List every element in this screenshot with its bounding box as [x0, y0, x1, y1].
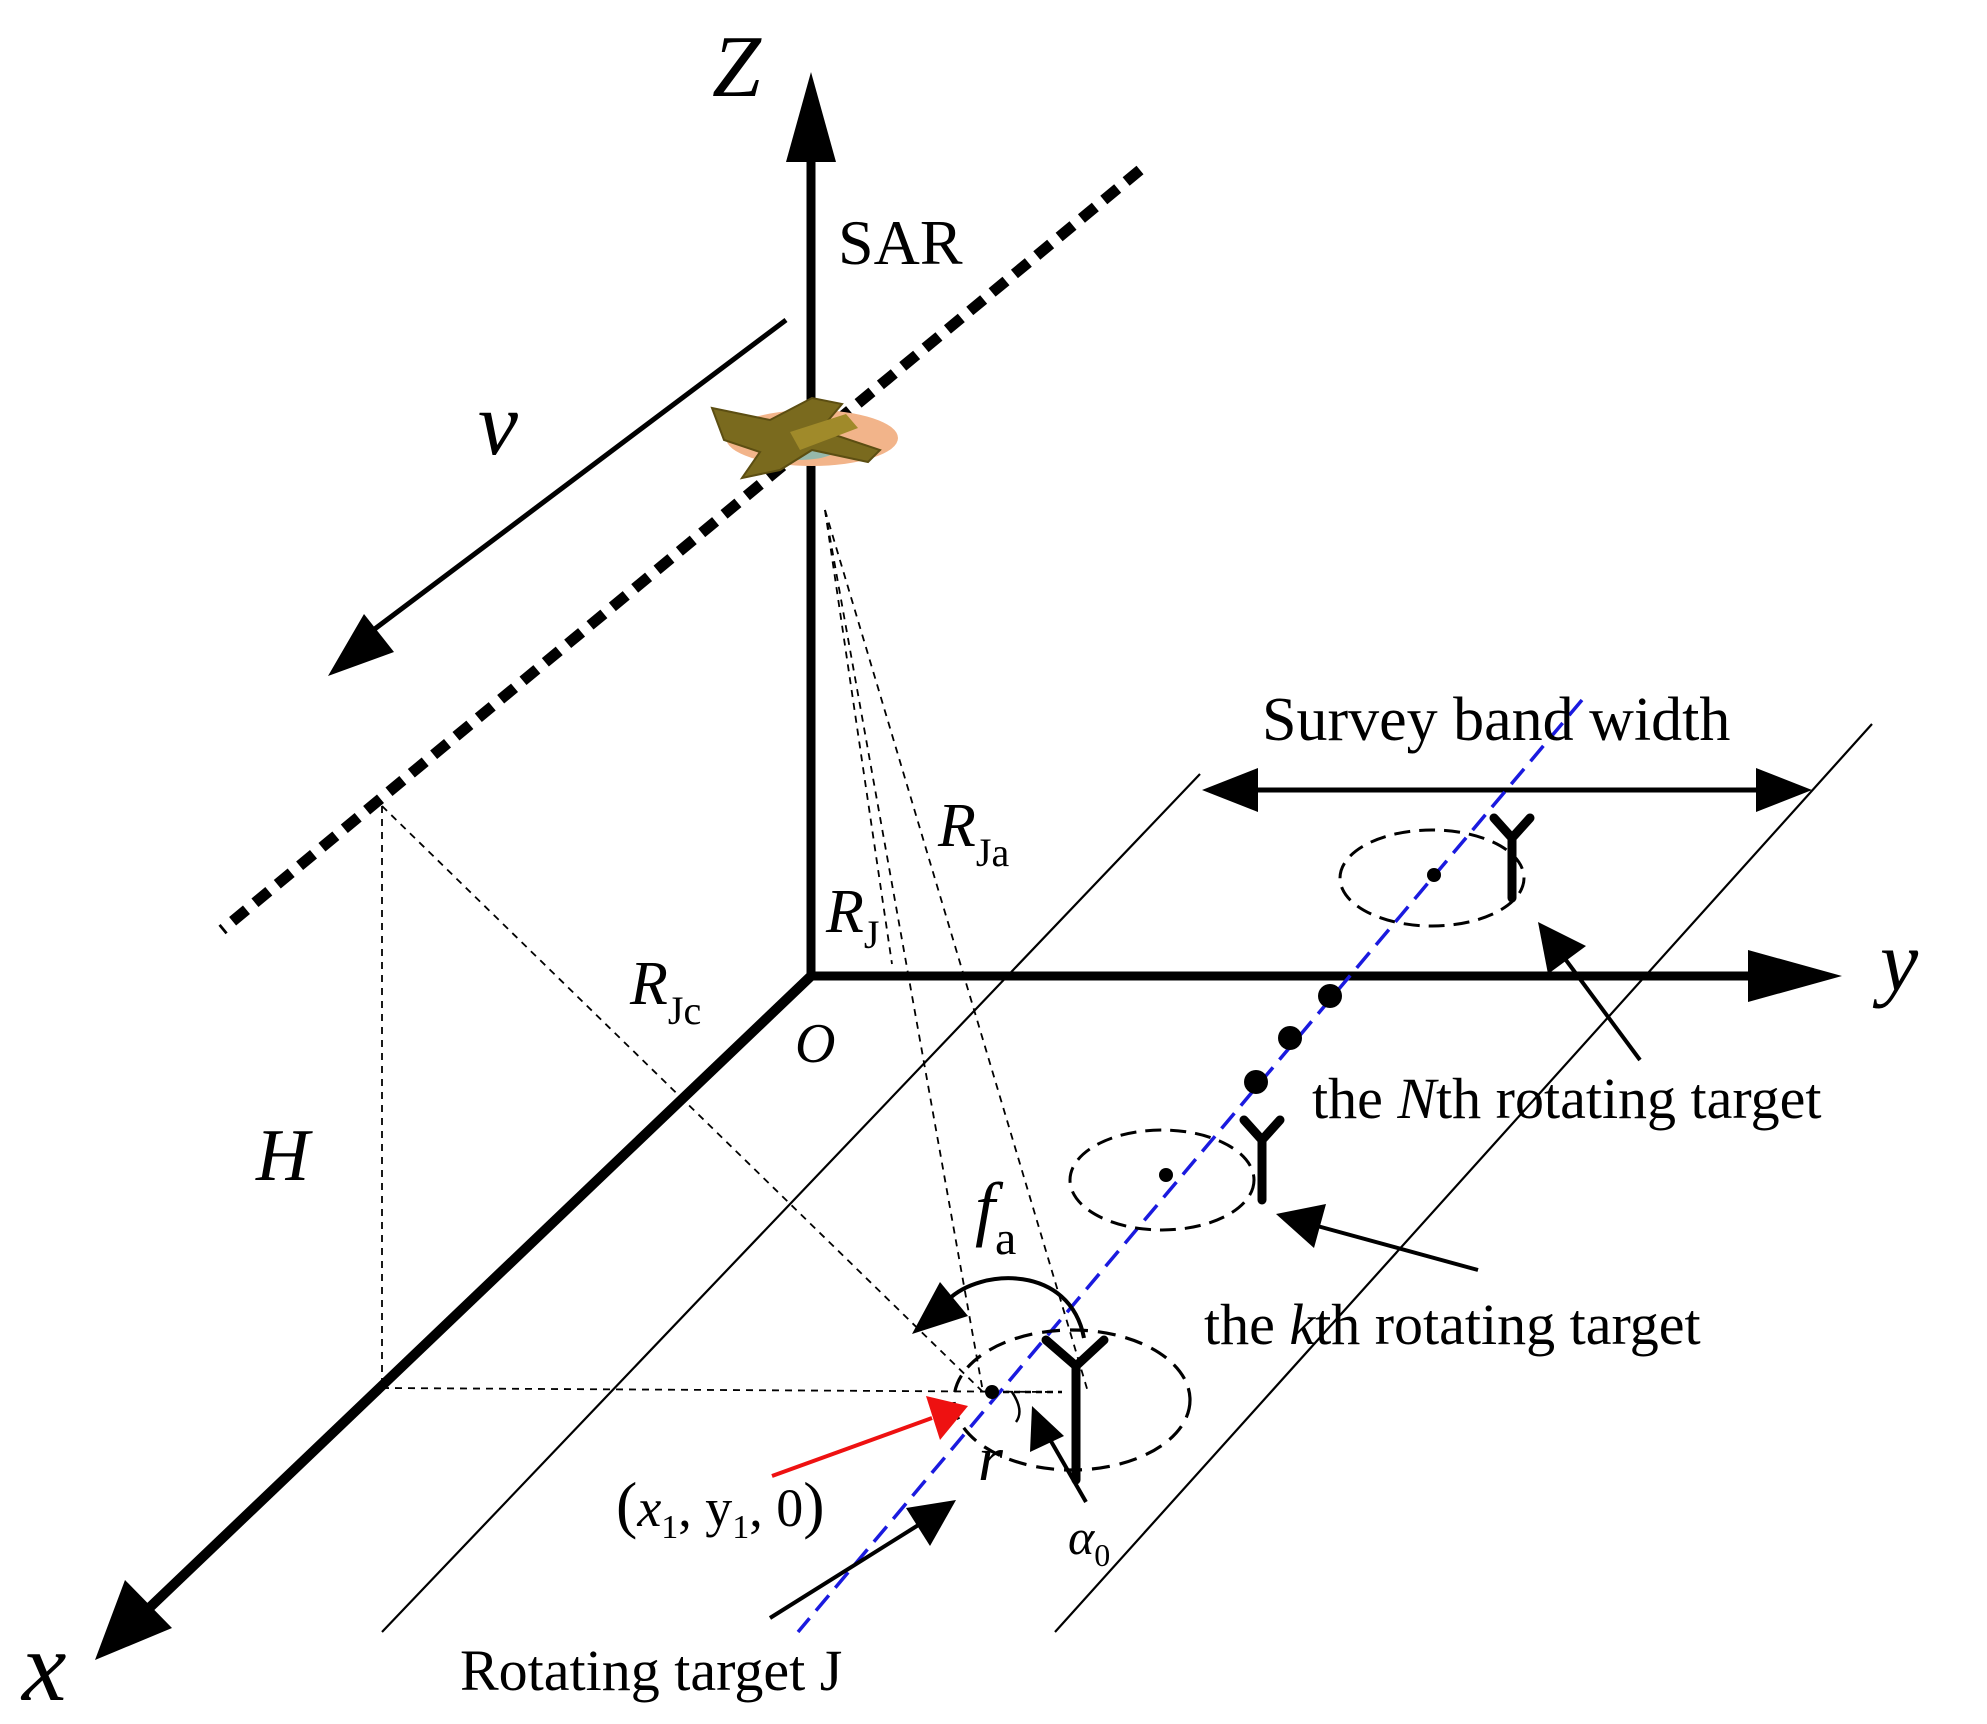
y-axis-label: y — [1872, 913, 1919, 1009]
x-axis — [95, 972, 815, 1660]
ellipsis-dots — [1244, 984, 1342, 1094]
kth-rotating-target — [1068, 1115, 1285, 1232]
velocity-arrow — [328, 318, 788, 676]
x-axis-label: x — [20, 1611, 66, 1722]
survey-band-width-arrow — [1202, 768, 1812, 812]
range-ja-label: RJa — [937, 792, 1009, 875]
rotation-arrow — [912, 1276, 1086, 1339]
nth-target-label: the Nth rotating target — [1312, 1066, 1822, 1131]
target-track — [796, 698, 1584, 1634]
antenna-icon — [1489, 813, 1535, 903]
frequency-label: fa — [975, 1168, 1016, 1265]
angle-label: α0 — [1068, 1509, 1110, 1573]
pointer-arrows — [768, 922, 1642, 1620]
range-j-label: RJ — [825, 878, 879, 957]
projection-lines — [381, 509, 1089, 1393]
radius-label: r — [978, 1423, 1004, 1494]
angle-arc — [1010, 1391, 1021, 1423]
z-axis-label: Z — [712, 19, 762, 116]
kth-target-label: the kth rotating target — [1204, 1292, 1701, 1357]
rotating-target-j — [952, 1328, 1192, 1485]
velocity-label: v — [478, 375, 518, 474]
survey-band-width-label: Survey band width — [1262, 686, 1730, 754]
origin-label: O — [795, 1013, 835, 1075]
antenna-icon — [1041, 1335, 1109, 1485]
z-axis — [786, 72, 836, 976]
target-j-label: Rotating target J — [460, 1638, 842, 1703]
sar-label: SAR — [838, 207, 963, 278]
flight-path — [218, 165, 1144, 935]
y-axis — [811, 950, 1842, 1002]
coordinate-arrow — [771, 1396, 968, 1478]
antenna-icon — [1239, 1115, 1285, 1205]
coordinate-label: (x1, y1, 0) — [616, 1469, 825, 1546]
nth-rotating-target — [1338, 813, 1535, 928]
survey-band-lines — [381, 723, 1873, 1633]
height-label: H — [255, 1115, 313, 1197]
aircraft-icon — [710, 396, 898, 480]
range-jc-label: RJc — [629, 950, 701, 1033]
